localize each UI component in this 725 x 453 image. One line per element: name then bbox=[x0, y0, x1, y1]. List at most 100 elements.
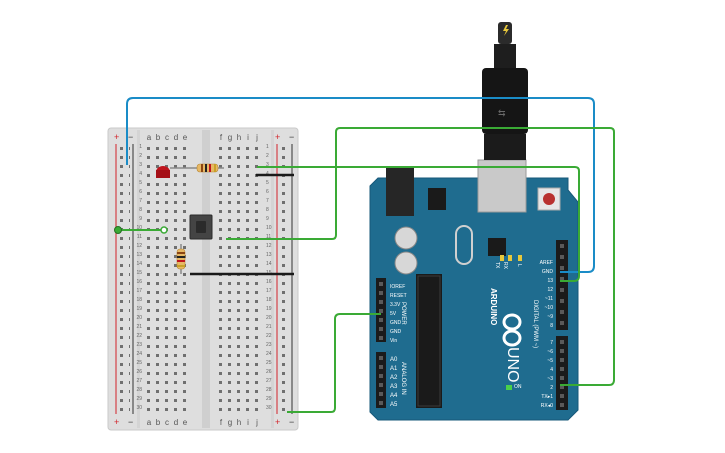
digital-pin-label: ~6 bbox=[547, 349, 553, 355]
header-pin[interactable] bbox=[560, 403, 564, 407]
power-pin-label: RESET bbox=[390, 293, 407, 299]
tx-label: TX bbox=[494, 262, 500, 269]
header-pin[interactable] bbox=[379, 365, 383, 369]
row-number-left: 9 bbox=[139, 216, 142, 222]
digital-pin-label: TX▸1 bbox=[541, 394, 553, 400]
row-number-left: 8 bbox=[139, 207, 142, 213]
row-number-right: 7 bbox=[266, 198, 269, 204]
header-pin[interactable] bbox=[379, 374, 383, 378]
header-pin[interactable] bbox=[560, 288, 564, 292]
rail-holes-right bbox=[280, 142, 291, 414]
header-pin[interactable] bbox=[560, 244, 564, 248]
row-number-left: 29 bbox=[136, 396, 142, 402]
header-pin[interactable] bbox=[560, 321, 564, 325]
row-number-left: 13 bbox=[136, 252, 142, 258]
header-pin[interactable] bbox=[560, 340, 564, 344]
row-number-right: 27 bbox=[266, 378, 272, 384]
row-number-left: 22 bbox=[136, 333, 142, 339]
column-letter-top: a bbox=[147, 133, 152, 142]
analog-header-title: ANALOG IN bbox=[400, 362, 406, 395]
column-letter-top: b bbox=[156, 133, 161, 142]
header-pin[interactable] bbox=[379, 318, 383, 322]
header-pin[interactable] bbox=[560, 255, 564, 259]
column-letter-bottom: c bbox=[165, 418, 169, 427]
header-pin[interactable] bbox=[560, 358, 564, 362]
rail-plus-top-right: + bbox=[275, 132, 280, 142]
row-number-left: 19 bbox=[136, 306, 142, 312]
column-letter-bottom: h bbox=[237, 418, 241, 427]
header-pin[interactable] bbox=[560, 310, 564, 314]
digital-header-title: DIGITAL (PWM ~) bbox=[532, 300, 538, 348]
header-pin[interactable] bbox=[379, 401, 383, 405]
header-pin[interactable] bbox=[560, 367, 564, 371]
header-pin[interactable] bbox=[560, 277, 564, 281]
wire-endpoint-right[interactable] bbox=[160, 226, 168, 234]
row-number-left: 30 bbox=[136, 405, 142, 411]
row-number-left: 11 bbox=[137, 234, 142, 240]
analog-pin-label: A5 bbox=[390, 402, 398, 408]
resistor-top[interactable] bbox=[190, 163, 224, 173]
digital-pin-label: AREF bbox=[540, 260, 553, 266]
column-letter-bottom: b bbox=[156, 418, 161, 427]
column-letter-bottom: i bbox=[247, 418, 249, 427]
header-pin[interactable] bbox=[379, 356, 383, 360]
header-pin[interactable] bbox=[560, 394, 564, 398]
digital-header-top[interactable] bbox=[556, 240, 568, 330]
capacitor-2 bbox=[394, 251, 418, 275]
header-pin[interactable] bbox=[560, 385, 564, 389]
header-pin[interactable] bbox=[560, 349, 564, 353]
led[interactable] bbox=[156, 166, 190, 178]
rail-holes-left bbox=[119, 142, 130, 414]
rail-minus-top-left: − bbox=[128, 132, 133, 142]
push-button[interactable] bbox=[189, 214, 213, 240]
header-pin[interactable] bbox=[379, 282, 383, 286]
arduino-uno-board: TX RX L ON ARDUINO UNO DIGITAL (PWM ~) P… bbox=[369, 159, 579, 421]
header-pin[interactable] bbox=[560, 376, 564, 380]
header-pin[interactable] bbox=[560, 266, 564, 270]
rail-minus-bottom-right: − bbox=[289, 417, 294, 427]
wire-blue-gnd[interactable] bbox=[126, 97, 595, 273]
usb-symbol-icon: ⇆ bbox=[498, 108, 506, 118]
column-letter-bottom: g bbox=[228, 418, 232, 427]
header-pin[interactable] bbox=[379, 327, 383, 331]
header-pin[interactable] bbox=[379, 392, 383, 396]
header-pin[interactable] bbox=[379, 336, 383, 340]
row-number-left: 20 bbox=[136, 315, 142, 321]
digital-pin-label: ~10 bbox=[545, 305, 554, 311]
digital-pin-label: RX◂0 bbox=[541, 403, 553, 409]
header-pin[interactable] bbox=[379, 383, 383, 387]
wire-green-5v[interactable] bbox=[287, 313, 381, 413]
center-channel bbox=[202, 130, 210, 428]
row-number-left: 26 bbox=[136, 369, 142, 375]
led-base bbox=[156, 170, 170, 178]
row-number-right: 12 bbox=[266, 243, 272, 249]
capacitor-1 bbox=[394, 226, 418, 250]
row-number-right: 19 bbox=[266, 306, 272, 312]
digital-header-bottom[interactable] bbox=[556, 336, 568, 410]
usb-plug-housing bbox=[482, 68, 528, 134]
row-number-right: 14 bbox=[266, 261, 272, 267]
header-pin[interactable] bbox=[379, 300, 383, 304]
header-pin[interactable] bbox=[379, 291, 383, 295]
header-pin[interactable] bbox=[379, 309, 383, 313]
terminal-holes-right bbox=[217, 142, 262, 412]
wire-green-pin2[interactable] bbox=[226, 127, 615, 386]
pin-labels: IOREFRESET3.3V5VGNDGNDVinA0A1A2A3A4A5ARE… bbox=[390, 260, 553, 409]
on-led bbox=[506, 385, 512, 390]
arduino-model: UNO bbox=[504, 347, 521, 383]
resistor-bottom[interactable] bbox=[176, 244, 186, 274]
column-letter-top: j bbox=[255, 133, 258, 142]
row-number-right: 13 bbox=[266, 252, 272, 258]
usb-port bbox=[477, 159, 527, 213]
row-number-right: 9 bbox=[266, 216, 269, 222]
wire-green-pin13[interactable] bbox=[257, 166, 580, 282]
analog-header[interactable] bbox=[376, 352, 386, 408]
row-number-right: 8 bbox=[266, 207, 269, 213]
digital-pin-label: ~11 bbox=[545, 296, 553, 302]
wire-endpoint-left[interactable] bbox=[114, 226, 122, 234]
rail-minus-top-right: − bbox=[289, 132, 294, 142]
on-label: ON bbox=[514, 384, 522, 390]
header-pin[interactable] bbox=[560, 299, 564, 303]
